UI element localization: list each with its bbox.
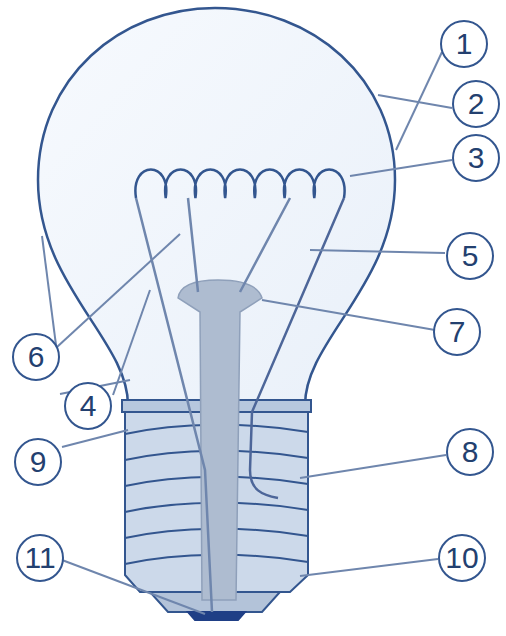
callout-number: 8 [448, 430, 492, 474]
callout-number: 1 [442, 22, 486, 66]
callout-number: 3 [454, 136, 498, 180]
callout-ring [65, 383, 111, 429]
callout-number: 5 [448, 234, 492, 278]
callout-number: 4 [66, 384, 110, 428]
leader-line [42, 52, 452, 614]
callout-ring [15, 439, 61, 485]
callout-ring [453, 135, 499, 181]
callout-ring [447, 429, 493, 475]
callout-ring [453, 81, 499, 127]
lead-wire [250, 198, 344, 498]
support-wire [188, 198, 290, 292]
callout-number: 7 [435, 310, 479, 354]
callout-number: 6 [14, 335, 58, 379]
callout-number: 10 [440, 536, 484, 580]
filament-coil [135, 170, 344, 199]
lead-wire [136, 198, 212, 612]
callout-ring [447, 233, 493, 279]
callout-ring [439, 535, 485, 581]
callout-circle [13, 21, 499, 581]
callout-number: 2 [454, 82, 498, 126]
callout-number: 11 [18, 536, 62, 580]
callout-ring [13, 334, 59, 380]
glass-stem [178, 280, 262, 600]
callout-ring [17, 535, 63, 581]
callout-number: 9 [16, 440, 60, 484]
callout-ring [434, 309, 480, 355]
callout-ring [441, 21, 487, 67]
foot-contact [188, 612, 245, 620]
